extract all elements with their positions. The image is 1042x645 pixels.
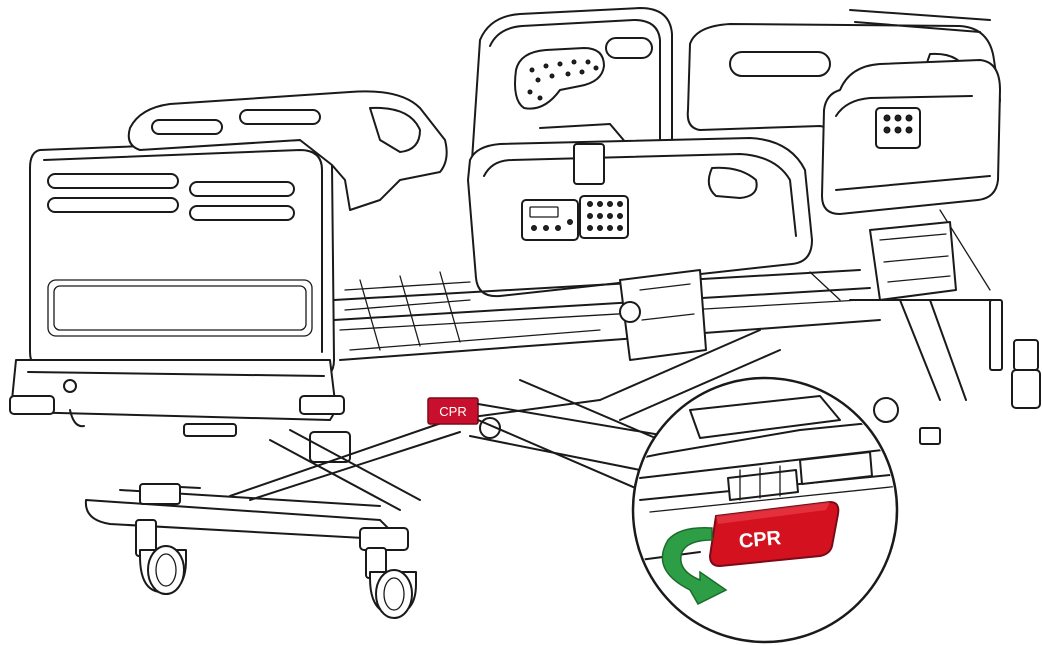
near-siderail-head: [821, 59, 1001, 215]
head-end-mechanism: [619, 221, 967, 401]
footboard: [29, 139, 335, 381]
near-siderail-foot: [467, 137, 813, 298]
caster-front-left: [135, 519, 187, 595]
cpr-label-small: CPR: [427, 397, 479, 425]
zoom-leader-lines: [477, 403, 691, 491]
base-frame-lower: [84, 483, 409, 551]
cpr-label-zoomed-text: CPR: [738, 527, 783, 553]
siderail-keypad: [883, 114, 913, 134]
base-frame-foot: [9, 359, 351, 463]
caster-front-right: [365, 547, 417, 619]
far-siderail-foot: [127, 90, 448, 211]
cpr-handle-zoomed: CPR: [708, 500, 840, 568]
rotate-arrow-icon: [661, 527, 728, 605]
bed-deck: [333, 209, 1001, 361]
center-keypad-dots: [587, 201, 623, 231]
headboard-keypad-dots: [527, 59, 599, 101]
caster-head-left: [873, 397, 941, 445]
scissor-lift: [229, 329, 781, 511]
cpr-label-small-text: CPR: [439, 404, 466, 419]
caster-head-right: [989, 299, 1041, 409]
headboard: [470, 7, 673, 181]
